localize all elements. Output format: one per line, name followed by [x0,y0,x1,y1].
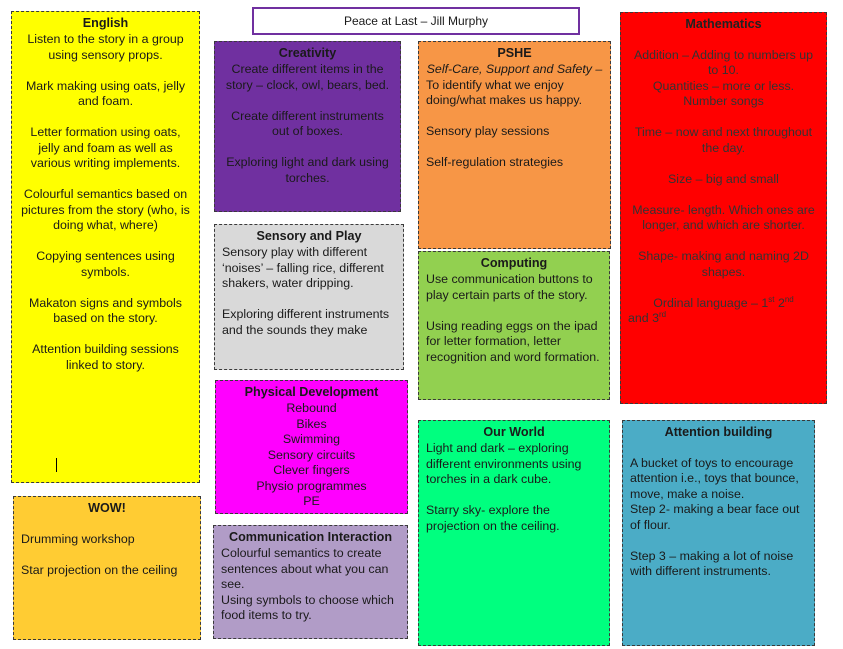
our-world-heading: Our World [483,425,545,439]
mathematics-item: Number songs [683,94,764,108]
computing-heading: Computing [480,256,548,270]
page-title: Peace at Last – Jill Murphy [252,7,580,35]
pshe-item: Self-regulation strategies [426,155,564,169]
creativity-item: Create different instruments out of boxe… [231,108,384,139]
attention-building-heading: Attention building [664,425,773,439]
creativity-panel: Creativity Create different items in the… [214,41,401,212]
english-item: Mark making using oats, jelly and foam. [25,78,186,109]
communication-item: Colourful semantics to create sentences … [221,546,389,591]
sensory-play-item: Sensory play with different ‘noises’ – f… [222,245,384,290]
mathematics-item: Addition – Adding to numbers up to 10. [633,47,814,78]
english-item: Makaton signs and symbols based on the s… [29,295,182,326]
our-world-item: Starry sky- explore the projection on th… [426,503,560,533]
english-item: Attention building sessions linked to st… [32,342,179,372]
pshe-panel: PSHE Self-Care, Support and Safety – To … [418,41,611,249]
communication-heading: Communication Interaction [228,530,393,544]
our-world-panel: Our World Light and dark – exploring dif… [418,420,610,646]
english-item: Copying sentences using symbols. [36,249,175,279]
mathematics-item: Measure- length. Which ones are longer, … [632,202,815,233]
mathematics-ordinal-cont: and 3rd [628,309,667,325]
physical-item: Sensory circuits [267,447,356,462]
english-item: Letter formation using oats, jelly and f… [30,125,181,170]
communication-item: Using symbols to choose which food items… [221,592,394,623]
physical-development-heading: Physical Development [244,385,379,399]
physical-item: Bikes [296,416,327,431]
wow-panel: WOW! Drumming workshop Star projection o… [13,496,201,640]
mathematics-item: Quantities – more or less. [652,78,795,93]
sensory-play-panel: Sensory and Play Sensory play with diffe… [214,224,404,370]
pshe-item: To identify what we enjoy doing/what mak… [426,77,583,108]
wow-item: Drumming workshop [21,531,135,546]
english-panel: English Listen to the story in a group u… [11,11,200,483]
sensory-play-heading: Sensory and Play [256,229,362,243]
our-world-item: Light and dark – exploring different env… [426,441,582,486]
wow-item: Star projection on the ceiling [21,562,178,577]
english-item: Listen to the story in a group using sen… [27,32,184,62]
mathematics-panel: Mathematics Addition – Adding to numbers… [620,12,827,404]
english-item: Colourful semantics based on pictures fr… [21,187,190,232]
computing-panel: Computing Use communication buttons to p… [418,251,610,400]
physical-item: PE [303,494,320,508]
physical-item: Rebound [286,401,337,415]
text-cursor [56,458,57,472]
pshe-item: Sensory play sessions [426,124,550,138]
mathematics-item: Size – big and small [668,171,779,186]
physical-development-panel: Physical Development Rebound Bikes Swimm… [215,380,408,514]
mathematics-heading: Mathematics [685,17,762,31]
communication-interaction-panel: Communication Interaction Colourful sema… [213,525,408,639]
creativity-item: Create different items in the story – cl… [225,62,390,92]
physical-item: Swimming [282,432,341,446]
physical-item: Physio programmes [256,478,367,493]
pshe-heading: PSHE [497,46,532,60]
creativity-item: Exploring light and dark using torches. [226,155,389,185]
physical-item: Clever fingers [273,463,350,477]
attention-item: A bucket of toys to encourage attention … [630,455,799,501]
sensory-play-item: Exploring different instruments and the … [222,307,390,337]
english-heading: English [82,16,129,30]
wow-heading: WOW! [88,501,126,515]
attention-item: Step 2- making a bear face out of flour. [630,502,800,532]
attention-item: Step 3 – making a lot of noise with diff… [630,548,794,579]
computing-item: Use communication buttons to play certai… [426,272,593,302]
creativity-heading: Creativity [278,46,337,60]
attention-building-panel: Attention building A bucket of toys to e… [622,420,815,646]
mathematics-ordinal: Ordinal language – 1st 2nd [653,294,794,310]
mathematics-item: Time – now and next throughout the day. [634,125,813,155]
pshe-subheading: Self-Care, Support and Safety – [426,62,603,76]
mathematics-item: Shape- making and naming 2D shapes. [638,249,809,279]
computing-item: Using reading eggs on the ipad for lette… [426,318,600,364]
